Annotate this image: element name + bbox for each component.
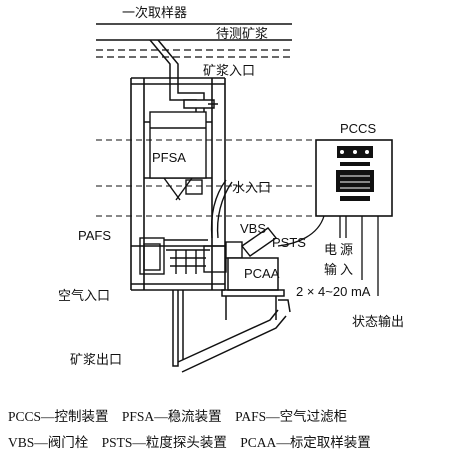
label-signal: 2 × 4~20 mA bbox=[296, 284, 371, 299]
label-power-3: 输 bbox=[324, 262, 337, 278]
label-pcaa: PCAA bbox=[244, 266, 280, 281]
pccs-cables bbox=[277, 215, 379, 296]
pccs-cabinet bbox=[315, 139, 393, 217]
label-water-inlet: 水入口 bbox=[232, 181, 271, 196]
guide-lines bbox=[96, 139, 315, 217]
legend-item-pfsa: PFSA—稳流装置 bbox=[121, 409, 222, 424]
label-sampler: 一次取样器 bbox=[122, 5, 187, 21]
pafs-unit bbox=[139, 237, 227, 275]
legend-item-pcaa: PCAA—标定取样装置 bbox=[240, 435, 371, 450]
label-slurry-to-measure: 待测矿浆 bbox=[216, 27, 268, 42]
outlet-pipes bbox=[172, 290, 291, 373]
legend-item-pafs: PAFS—空气过滤柜 bbox=[235, 409, 348, 424]
pfsa-tank bbox=[149, 111, 207, 201]
legend-item-pccs: PCCS—控制装置 bbox=[8, 409, 109, 424]
label-vbs: VBS bbox=[240, 221, 266, 236]
legend-line-1: PCCS—控制装置 PFSA—稳流装置 PAFS—空气过滤柜 bbox=[8, 405, 347, 425]
legend-item-vbs: VBS—阀门栓 bbox=[8, 435, 89, 450]
label-psts: PSTS bbox=[272, 235, 306, 250]
label-pfsa: PFSA bbox=[152, 150, 186, 165]
label-slurry-outlet: 矿浆出口 bbox=[70, 353, 122, 368]
legend-item-psts: PSTS—粒度探头装置 bbox=[101, 435, 227, 450]
label-power-1: 电 bbox=[324, 243, 337, 258]
pcaa-unit bbox=[221, 257, 285, 320]
water-inlet-pipe bbox=[210, 179, 233, 239]
label-air-inlet: 空气入口 bbox=[58, 288, 110, 304]
label-status-output: 状态输出 bbox=[352, 314, 404, 330]
legend-line-2: VBS—阀门栓 PSTS—粒度探头装置 PCAA—标定取样装置 bbox=[8, 431, 371, 451]
label-slurry-inlet: 矿浆入口 bbox=[203, 64, 255, 79]
top-pipes bbox=[96, 23, 292, 58]
vbs-valve bbox=[225, 227, 278, 259]
label-power-4: 入 bbox=[340, 263, 353, 278]
label-power-2: 源 bbox=[340, 243, 353, 258]
label-pafs: PAFS bbox=[78, 228, 111, 243]
label-pccs: PCCS bbox=[340, 121, 376, 136]
slurry-feed-pipe bbox=[149, 39, 218, 112]
